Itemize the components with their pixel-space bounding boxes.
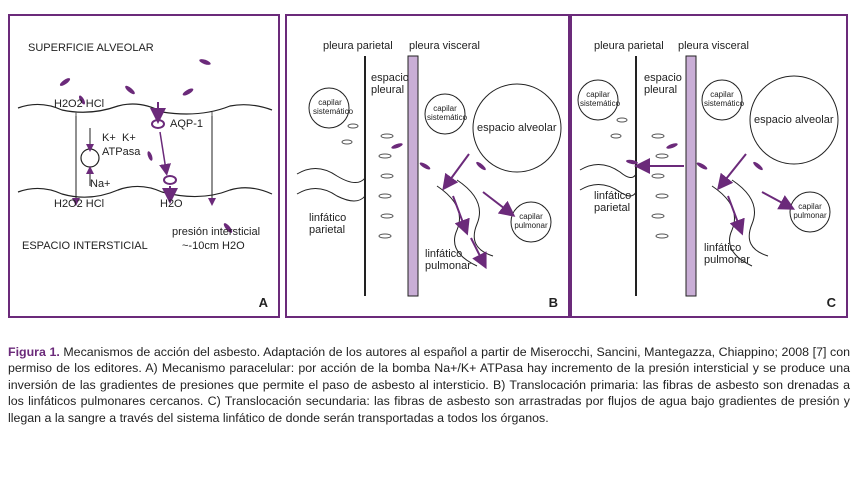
panel-a-letter: A — [258, 295, 268, 310]
aqp-channel-bottom — [163, 175, 177, 185]
panel-a: SUPERFICIE ALVEOLAR H2O2 HCl K+ K+ ATPas… — [8, 14, 280, 318]
pleural-space-label: espacio pleural — [644, 72, 682, 96]
systemic-capillary-1 — [577, 79, 619, 121]
pulmonary-lymphatic-label: linfático pulmonar — [704, 242, 750, 266]
interstitial-space-label: ESPACIO INTERSTICIAL — [22, 240, 148, 252]
parietal-lymphatic-label: linfático parietal — [594, 190, 632, 214]
pleural-fibres — [341, 123, 394, 239]
parietal-pleura-label: pleura parietal — [323, 40, 393, 52]
systemic-capillary-label-1: capilar sistemático — [313, 98, 354, 116]
h2o2-hcl-bottom-label: H2O2 HCl — [54, 198, 105, 210]
figure-caption-text: Mecanismos de acción del asbesto. Adapta… — [8, 345, 850, 425]
panel-c-letter: C — [826, 295, 836, 310]
systemic-capillary-1 — [308, 87, 350, 129]
aqp-label: AQP-1 — [170, 118, 204, 130]
panel-b: pleura parietal pleura visceral espacio … — [285, 14, 570, 318]
alveolar-space — [472, 83, 562, 173]
aqp-channel-top — [151, 119, 165, 129]
atpasa-pump — [80, 148, 100, 168]
parietal-lymphatic — [296, 168, 366, 202]
systemic-capillary-2 — [424, 93, 466, 135]
k-ion-label-2: K+ — [122, 132, 136, 144]
parietal-lymphatic — [579, 164, 637, 197]
asbestos-fibres-b — [391, 143, 486, 171]
alveolar-space — [749, 75, 839, 165]
panel-b-drawing — [296, 55, 562, 297]
epithelium-bottom-edge — [17, 185, 273, 198]
panel-c-drawing — [577, 55, 839, 297]
systemic-capillary-label-1: capilar sistemático — [580, 90, 621, 108]
parietal-lymphatic-label: linfático parietal — [309, 212, 347, 236]
pleural-space-label: espacio pleural — [371, 72, 409, 96]
visceral-pleura — [407, 55, 419, 297]
h2o-label: H2O — [160, 198, 183, 210]
pulmonary-capillary-label: capilar pulmonar — [793, 202, 827, 220]
asbestos-fibres — [59, 59, 233, 233]
panel-c: pleura parietal pleura visceral espacio … — [570, 14, 848, 318]
pulmonary-capillary-label: capilar pulmonar — [514, 212, 548, 230]
parietal-pleura-label: pleura parietal — [594, 40, 664, 52]
systemic-capillary-label-2: capilar sistemático — [704, 90, 745, 108]
visceral-pleura-label: pleura visceral — [409, 40, 480, 52]
k-ion-label-1: K+ — [102, 132, 116, 144]
visceral-pleura-label: pleura visceral — [678, 40, 749, 52]
systemic-capillary-label-2: capilar sistemático — [427, 104, 468, 122]
pulmonary-capillary — [789, 191, 831, 233]
figure-caption-label: Figura 1. — [8, 345, 60, 359]
interstitial-pressure-label: presión intersticial — [172, 226, 261, 238]
alveolar-space-label: espacio alveolar — [754, 114, 834, 126]
atpasa-label: ATPasa — [102, 146, 141, 158]
h2o2-hcl-top-label: H2O2 HCl — [54, 98, 105, 110]
interstitial-pressure-value: ~-10cm H2O — [182, 240, 245, 252]
na-ion-label: Na+ — [90, 178, 111, 190]
alveolar-space-label: espacio alveolar — [477, 122, 557, 134]
systemic-capillary-2 — [701, 79, 743, 121]
pleural-fibres — [610, 117, 669, 239]
alveolar-surface-label: SUPERFICIE ALVEOLAR — [28, 42, 154, 54]
pulmonary-capillary — [510, 201, 552, 243]
visceral-pleura — [685, 55, 697, 297]
panel-a-drawing — [17, 59, 273, 233]
panel-b-letter: B — [548, 295, 558, 310]
pulmonary-lymphatic-label: linfático pulmonar — [425, 248, 471, 272]
figure-caption: Figura 1. Mecanismos de acción del asbes… — [8, 344, 850, 426]
epithelium-top-edge — [17, 103, 273, 115]
